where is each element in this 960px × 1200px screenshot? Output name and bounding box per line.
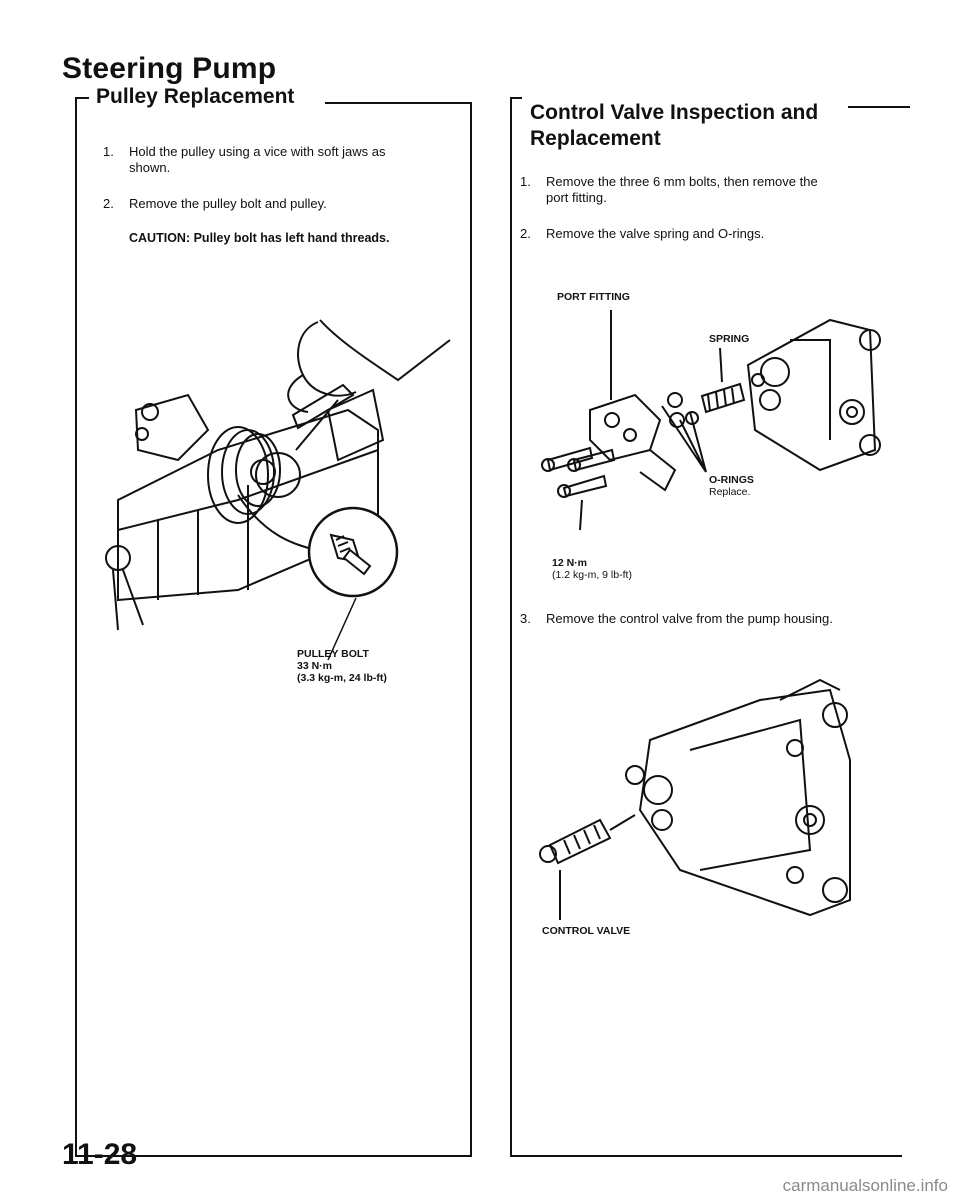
step-text: Remove the pulley bolt and pulley. xyxy=(129,196,327,211)
step-3-control-valve: 3. Remove the control valve from the pum… xyxy=(520,611,900,629)
right-frame-top-tick xyxy=(510,97,522,99)
step-2-pulley: 2. Remove the pulley bolt and pulley. xyxy=(103,196,463,214)
page-title: Steering Pump xyxy=(62,52,277,85)
port-fitting-label: PORT FITTING xyxy=(557,291,630,303)
step-number: 2. xyxy=(103,196,114,211)
pulley-bolt-name: PULLEY BOLT xyxy=(297,648,369,660)
page-number: 11-28 xyxy=(62,1138,138,1171)
step-2-control-valve: 2. Remove the valve spring and O-rings. xyxy=(520,226,900,244)
watermark: carmanualsonline.info xyxy=(782,1176,948,1195)
pulley-bolt-torque-nm: 33 N·m xyxy=(297,660,333,672)
control-valve-label: CONTROL VALVE xyxy=(542,925,631,937)
left-frame-left-edge xyxy=(75,97,77,1157)
caution-note: CAUTION: Pulley bolt has left hand threa… xyxy=(129,230,469,246)
step-text: Hold the pulley using a vice with soft j… xyxy=(129,144,386,176)
step-text: Remove the three 6 mm bolts, then remove… xyxy=(546,174,818,206)
step-number: 3. xyxy=(520,611,531,626)
section-heading-line: Replacement xyxy=(530,127,661,150)
left-frame-top-tick xyxy=(75,97,89,99)
caution-text: Pulley bolt has left hand threads. xyxy=(193,231,390,245)
step-number: 1. xyxy=(103,144,114,159)
right-frame-left-edge xyxy=(510,97,512,1157)
section-heading-control-valve: Control Valve Inspection and Replacement xyxy=(530,100,830,152)
port-fitting-torque-label: 12 N·m (1.2 kg-m, 9 lb-ft) xyxy=(552,557,632,581)
left-frame-top-rule xyxy=(325,102,470,104)
left-frame-right-edge xyxy=(470,102,472,1157)
spring-label: SPRING xyxy=(709,333,750,345)
section-heading-line: Control Valve Inspection and xyxy=(530,101,819,124)
step-number: 1. xyxy=(520,174,531,189)
left-frame-bottom-rule xyxy=(75,1155,472,1157)
section-heading-pulley: Pulley Replacement xyxy=(96,85,295,108)
right-frame-bottom-rule xyxy=(510,1155,902,1157)
step-1-control-valve: 1. Remove the three 6 mm bolts, then rem… xyxy=(520,174,900,208)
step-number: 2. xyxy=(520,226,531,241)
step-1-pulley: 1. Hold the pulley using a vice with sof… xyxy=(103,144,463,178)
port-fitting-torque-nm: 12 N·m xyxy=(552,557,588,569)
pulley-bolt-label: PULLEY BOLT 33 N·m (3.3 kg-m, 24 lb-ft) xyxy=(297,648,387,684)
step-text-line: Remove the three 6 mm bolts, then remove… xyxy=(546,174,818,189)
port-fitting-exploded-illustration xyxy=(530,300,890,560)
pulley-bolt-torque-alt: (3.3 kg-m, 24 lb-ft) xyxy=(297,672,387,684)
o-rings-replace-note: Replace. xyxy=(709,486,751,498)
step-text: Remove the control valve from the pump h… xyxy=(546,611,833,626)
step-text-line: shown. xyxy=(129,160,171,175)
o-rings-label: O-RINGS Replace. xyxy=(709,474,754,498)
step-text-line: Hold the pulley using a vice with soft j… xyxy=(129,144,386,159)
right-frame-top-rule xyxy=(848,106,910,108)
step-text: Remove the valve spring and O-rings. xyxy=(546,226,765,241)
caution-label: CAUTION: xyxy=(129,231,191,245)
pulley-removal-illustration xyxy=(98,300,458,640)
step-text-line: port fitting. xyxy=(546,190,607,205)
port-fitting-torque-alt: (1.2 kg-m, 9 lb-ft) xyxy=(552,569,632,581)
o-rings-name: O-RINGS xyxy=(709,474,754,486)
control-valve-removal-illustration xyxy=(530,680,860,930)
